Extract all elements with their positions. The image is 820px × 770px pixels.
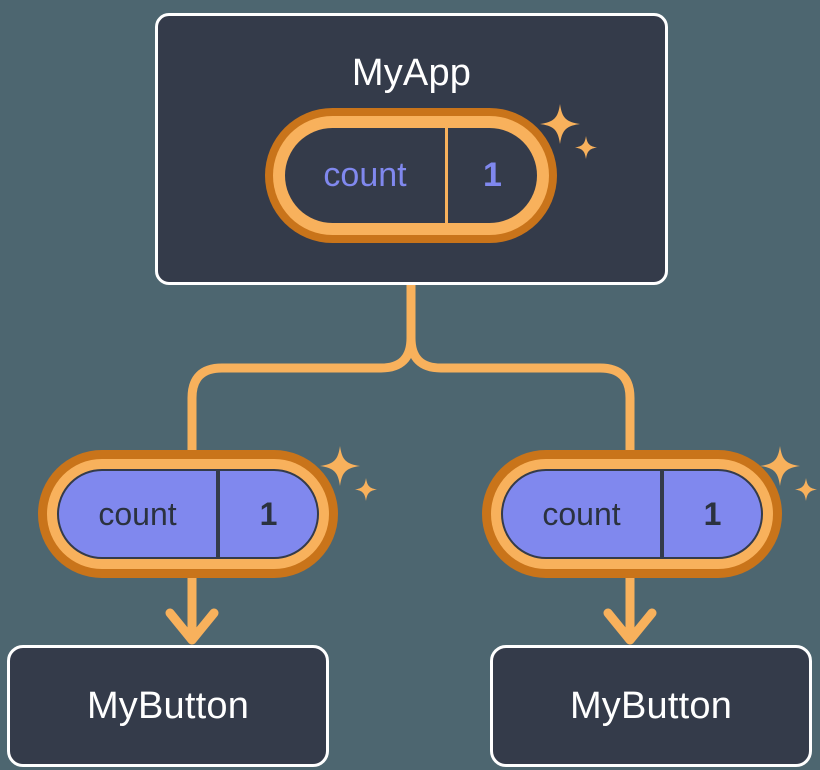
arrow-down-icon-left [165, 570, 219, 645]
state-pill-body: count 1 [501, 469, 763, 559]
state-key-label: count [542, 495, 621, 532]
state-value-label: 1 [259, 495, 278, 532]
state-pill-body: count 1 [57, 469, 319, 559]
state-pill-divider [445, 128, 448, 223]
state-pill-divider [216, 471, 220, 557]
component-name-mybutton: MyButton [569, 685, 733, 727]
state-pill-child-left[interactable]: count 1 [38, 450, 338, 578]
tree-branch-connector [187, 280, 635, 460]
sparkle-small-icon [355, 478, 377, 501]
sparkle-small-icon [795, 478, 817, 501]
component-name-mybutton: MyButton [86, 685, 250, 727]
state-value-label: 1 [703, 495, 722, 532]
state-value-label: 1 [483, 156, 502, 194]
component-name-myapp: MyApp [351, 52, 472, 94]
state-pill-root[interactable]: count 1 [265, 108, 557, 243]
state-pill-body: count 1 [285, 128, 537, 223]
component-card-mybutton-left[interactable]: MyButton [7, 645, 329, 767]
component-card-mybutton-right[interactable]: MyButton [490, 645, 812, 767]
state-pill-child-right[interactable]: count 1 [482, 450, 782, 578]
state-pill-divider [660, 471, 664, 557]
state-key-label: count [98, 495, 177, 532]
arrow-down-icon-right [603, 570, 657, 645]
state-key-label: count [323, 156, 407, 194]
